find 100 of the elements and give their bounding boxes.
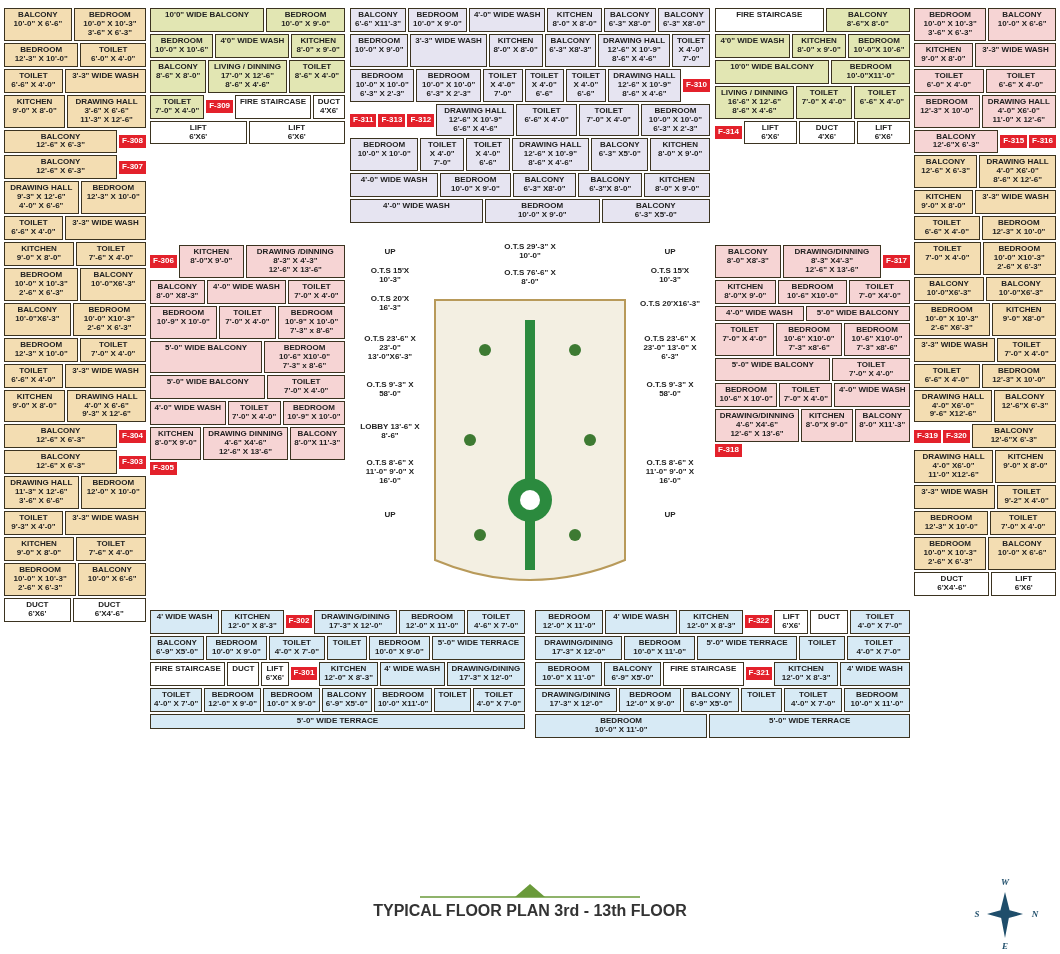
flat-number-tag: F-309 bbox=[206, 100, 234, 114]
area-label: O.T.S 76'-6" X 8'-0" bbox=[503, 269, 557, 287]
room-box: BALCONY 10'-0" X 6'-6" bbox=[4, 8, 72, 41]
room-box: KITCHEN 8'-0"X 9'-0" bbox=[150, 427, 202, 461]
shaft-box: LIFT 6'X6' bbox=[774, 610, 809, 634]
room-box: 4' WIDE WASH bbox=[605, 610, 677, 634]
room-box: BALCONY 10'-0"X6'-3" bbox=[914, 276, 984, 301]
staircase-box: FIRE STAIRCASE bbox=[235, 94, 311, 119]
room-box: TOILET 4'-6" X 7'-0" bbox=[467, 610, 526, 634]
room-box: BEDROOM 10'-0" X 11'-0" bbox=[624, 635, 696, 660]
shaft-box: LIFT 6'X6' bbox=[991, 571, 1056, 596]
room-box: BEDROOM 10'-0" X 10'-0" 6'-3" X 2'-3" bbox=[350, 68, 415, 102]
room-box: TOILET 7'-0" X 4'-0" bbox=[997, 337, 1056, 362]
shaft-box: LIFT 6'X6' bbox=[150, 120, 247, 145]
flat-number-tag: F-307 bbox=[119, 160, 146, 174]
room-box: 10'0" WIDE BALCONY bbox=[150, 8, 265, 32]
room-box: BEDROOM 12'-0" X 11'-0" bbox=[398, 610, 466, 634]
area-label: UP bbox=[384, 247, 396, 257]
room-box: BALCONY 6'-3" X5'-0" bbox=[591, 138, 649, 172]
room-box: DRAWING/DINING 17'-3" X 12'-0" bbox=[446, 661, 525, 686]
flat-number-tag: F-318 bbox=[715, 444, 742, 458]
room-box: DRAWING/DINNING 4'-6" X4'-6" 12'-6" X 13'-6" bbox=[715, 409, 800, 443]
room-box: BALCONY 12'-6" X 6'-3" bbox=[4, 129, 118, 154]
room-box: BALCONY 8'-6"X 8'-0" bbox=[825, 8, 910, 32]
room-box: BALCONY 6'-3" X8'-3" bbox=[544, 33, 597, 67]
room-box: BALCONY 8'-0" X8'-3" bbox=[150, 279, 205, 304]
room-box: BEDROOM 10'-6" X10'-0" 7'-3" x8'-6" bbox=[776, 322, 843, 356]
room-box: BEDROOM 10'-0" X 10'-3" 3'-6" X 6'-3" bbox=[914, 8, 987, 41]
flat-number-tag: F-319 bbox=[914, 429, 941, 443]
room-box: KITCHEN 9'-0" X 8'-0" bbox=[914, 190, 973, 215]
flat-number-tag: F-313 bbox=[378, 113, 406, 127]
room-box: KITCHEN 8'-0"X 9'-0" bbox=[801, 409, 853, 443]
room-box: BALCONY 8'-0" X8'-3" bbox=[715, 245, 781, 278]
room-box: DRAWING HALL 4'-0" X6'-0" 11'-0" X 12'-6" bbox=[981, 94, 1056, 128]
flat-number-tag: F-308 bbox=[119, 135, 146, 148]
room-box: TOILET 7'-0" X 4'-0" bbox=[288, 279, 345, 304]
area-label: O.T.S 20'X16'-3" bbox=[639, 299, 701, 309]
room-box: BEDROOM 12'-3" X 10'-0" bbox=[4, 42, 79, 67]
room-box: BALCONY 8'-0"X 11'-3" bbox=[289, 427, 345, 461]
room-box: DRAWING HALL 9'-3" X 12'-6" 4'-0" X 6'-6" bbox=[4, 181, 79, 215]
area-label: O.T.S 15'X 10'-3" bbox=[369, 267, 411, 285]
room-box: BEDROOM 10'-0" X 9'-0" bbox=[266, 8, 345, 32]
room-box: KITCHEN 9'-0" X 8'-0" bbox=[4, 94, 66, 128]
room-box: 5'-0" WIDE BALCONY bbox=[715, 357, 831, 382]
area-label: O.T.S 29'-3" X 10'-0" bbox=[503, 243, 557, 261]
room-box: 3'-3" WIDE WASH bbox=[974, 190, 1056, 215]
room-box: LIVING / DINNING 17'-0" X 12'-6" 8'-6" X 4'-6" bbox=[208, 59, 287, 93]
room-box: BALCONY 6'-9" X5'-0" bbox=[683, 687, 739, 712]
room-box: BEDROOM 10'-0" X 10'-3" 2'-6" X 6'-3" bbox=[914, 537, 987, 570]
room-box: TOILET X 4'-0" 6'-6" bbox=[524, 68, 565, 102]
room-box: 5'-0" WIDE BALCONY bbox=[805, 305, 910, 321]
room-box: 3'-3" WIDE WASH bbox=[914, 485, 996, 510]
room-box: TOILET 6'-0" X 4'-0" bbox=[80, 42, 146, 67]
room-box: 3'-3" WIDE WASH bbox=[64, 511, 146, 535]
room-box: KITCHEN 9'-0" X 8'-0" bbox=[4, 242, 74, 266]
room-box: 4'-0" WIDE WASH bbox=[350, 173, 439, 198]
flat-number-tag: F-314 bbox=[715, 126, 742, 139]
room-box: BALCONY 8'-6" X 8'-0" bbox=[150, 59, 207, 93]
room-box: DRAWING HALL 4'-0" X6'-0" 8'-6" X 12'-6" bbox=[979, 155, 1056, 189]
room-box: DRAWING HALL 12'-6" X 10'-9" 8'-6" X 4'-6" bbox=[511, 138, 590, 172]
compass-letter: N bbox=[1031, 908, 1039, 920]
room-box: TOILET bbox=[434, 687, 471, 712]
room-box: BEDROOM 10'-0"X 10'-6" bbox=[848, 33, 910, 58]
room-box: BALCONY 10'-0" X 6'-6" bbox=[988, 537, 1056, 570]
room-box: BALCONY 6'-9" X5'-0" bbox=[150, 635, 204, 660]
room-box: BEDROOM 10'-0" X 10'-0" 6'-3" X 2'-3" bbox=[640, 103, 710, 137]
room-box: BALCONY 6'-3"X 8'-0" bbox=[578, 173, 643, 198]
room-box: KITCHEN 12'-0" X 8'-3" bbox=[319, 661, 378, 686]
room-box: BALCONY 12'-6"X 6'-3" bbox=[971, 424, 1056, 449]
room-box: BEDROOM 12'-0" X 9'-0" bbox=[204, 687, 262, 712]
flat-number-tag: F-306 bbox=[150, 254, 177, 268]
room-box: LIVING / DINNING 16'-6" X 12'-6" 8'-6" X 4'-6" bbox=[715, 85, 794, 119]
room-box: KITCHEN 8'-0" x 9'-0" bbox=[291, 33, 345, 58]
compass-letter: W bbox=[1001, 876, 1009, 888]
room-box: DRAWING HALL 4'-0" X 6'-6" 9'-3" X 12'-6" bbox=[67, 389, 146, 423]
room-box: BEDROOM 12'-3" X 10'-0" bbox=[981, 216, 1056, 241]
room-box: 4'-0" WIDE WASH bbox=[150, 401, 226, 426]
room-box: BEDROOM 10'-0" X 9'-0" bbox=[263, 687, 320, 712]
shaft-box: DUCT bbox=[227, 661, 260, 686]
flat-number-tag: F-303 bbox=[119, 455, 146, 469]
room-box: KITCHEN 12'-0" X 8'-3" bbox=[221, 610, 284, 634]
room-box: TOILET 6'-6" X 4'-0" bbox=[4, 216, 63, 241]
room-box: BEDROOM 12'-0" X 9'-0" bbox=[619, 687, 682, 712]
flat-number-tag: F-311 bbox=[350, 113, 377, 127]
room-box: BALCONY 12'-6"X 6'-3" bbox=[993, 389, 1056, 423]
room-box: KITCHEN 12'-0" X 8'-3" bbox=[678, 610, 744, 634]
room-box: BEDROOM 10'-0" X 10'-6" bbox=[150, 33, 214, 58]
room-box: DRAWING HALL 4'-0" X6'-0" 11'-0" X12'-6" bbox=[914, 450, 993, 484]
room-box: KITCHEN 9'-0" X 8'-0" bbox=[994, 450, 1056, 484]
area-label: LOBBY 13'-6" X 8'-6" bbox=[359, 423, 421, 441]
compass-letter: S bbox=[974, 908, 980, 920]
room-box: BEDROOM 12'-3" X 10'-0" bbox=[981, 363, 1056, 388]
room-box: BALCONY 10'-0" X 6'-6" bbox=[988, 8, 1056, 41]
flat-number-tag: F-312 bbox=[407, 113, 435, 127]
room-box: TOILET 9'-2" X 4'-0" bbox=[997, 485, 1056, 510]
room-box: 3'-3" WIDE WASH bbox=[410, 33, 487, 67]
area-label: O.T.S 20'X 16'-3" bbox=[369, 295, 411, 313]
room-box: TOILET 7'-6" X 4'-0" bbox=[76, 537, 146, 561]
room-box: 3'-3" WIDE WASH bbox=[64, 216, 146, 241]
room-box: BEDROOM 12'-3" X 10'-0" bbox=[80, 181, 146, 215]
